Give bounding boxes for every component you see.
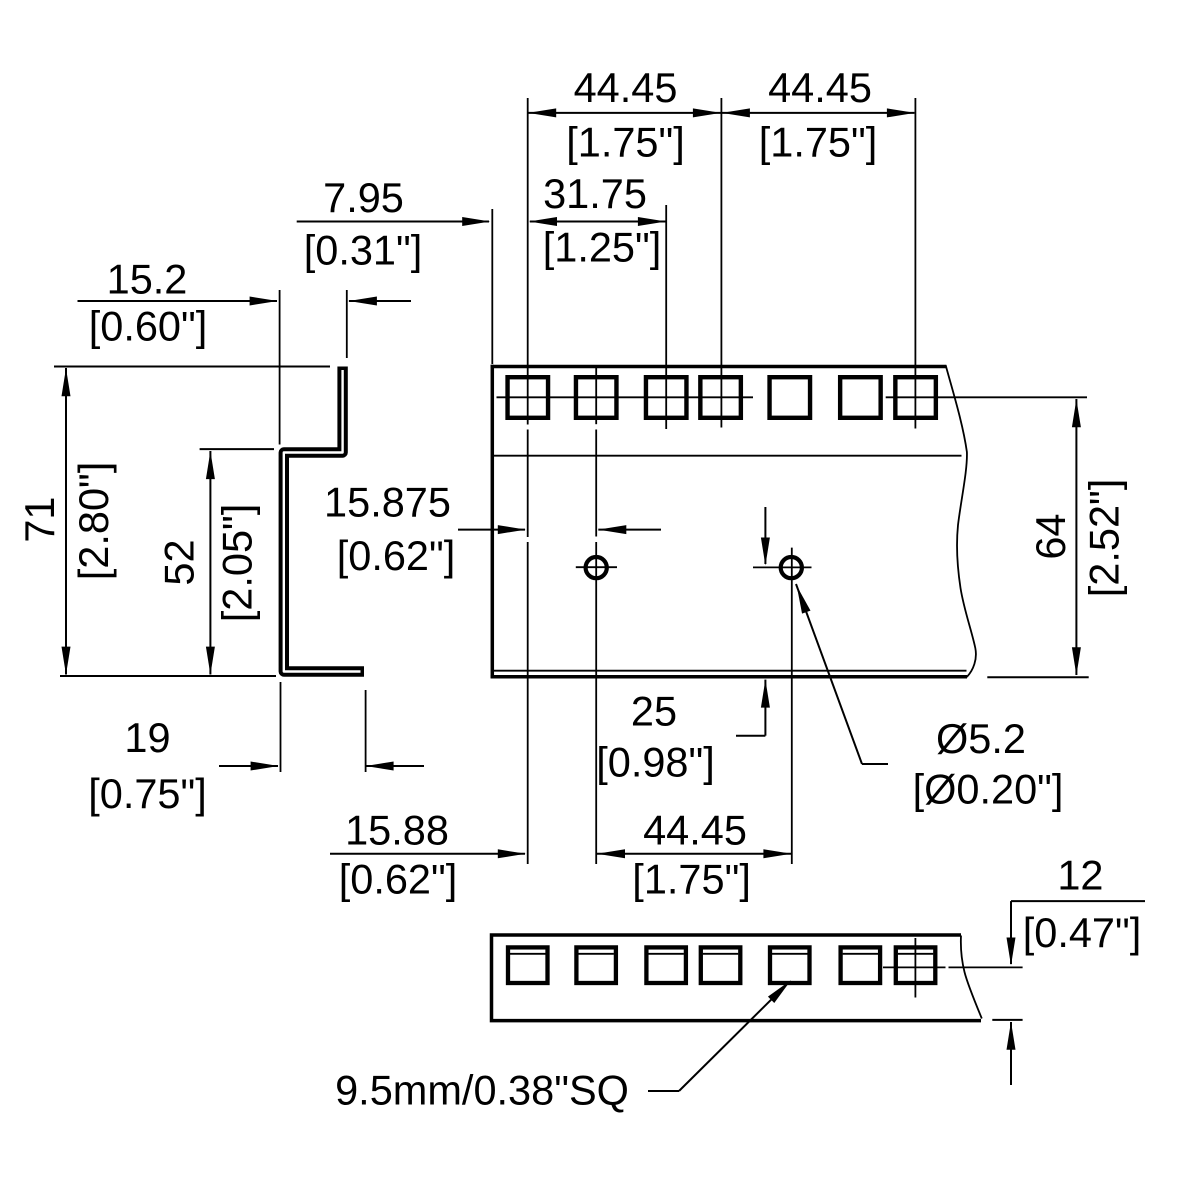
- svg-text:71: 71: [16, 497, 63, 543]
- svg-text:[0.62"]: [0.62"]: [337, 532, 456, 579]
- svg-text:15.2: 15.2: [107, 256, 188, 303]
- svg-text:[0.98"]: [0.98"]: [596, 739, 715, 786]
- svg-text:[1.25"]: [1.25"]: [543, 224, 662, 271]
- svg-text:44.45: 44.45: [768, 64, 872, 111]
- svg-text:31.75: 31.75: [543, 170, 647, 217]
- svg-text:15.88: 15.88: [345, 807, 449, 854]
- svg-text:[0.75"]: [0.75"]: [88, 770, 207, 817]
- svg-text:[1.75"]: [1.75"]: [632, 856, 751, 903]
- svg-text:[2.80"]: [2.80"]: [70, 462, 117, 581]
- svg-text:9.5mm/0.38"SQ: 9.5mm/0.38"SQ: [335, 1067, 629, 1114]
- svg-text:[0.47"]: [0.47"]: [1023, 909, 1142, 956]
- svg-text:[0.62"]: [0.62"]: [339, 856, 458, 903]
- svg-text:[2.52"]: [2.52"]: [1081, 479, 1128, 598]
- svg-text:[1.75"]: [1.75"]: [759, 119, 878, 166]
- svg-text:[0.31"]: [0.31"]: [304, 227, 423, 274]
- svg-text:25: 25: [631, 688, 677, 735]
- svg-text:Ø5.2: Ø5.2: [936, 715, 1026, 762]
- svg-text:12: 12: [1057, 852, 1103, 899]
- svg-text:44.45: 44.45: [574, 64, 678, 111]
- svg-text:19: 19: [124, 714, 170, 761]
- svg-text:7.95: 7.95: [323, 174, 404, 221]
- svg-text:15.875: 15.875: [324, 479, 451, 526]
- svg-text:52: 52: [156, 539, 203, 585]
- svg-text:64: 64: [1027, 514, 1074, 560]
- svg-text:[2.05"]: [2.05"]: [214, 504, 261, 623]
- svg-text:[1.75"]: [1.75"]: [566, 119, 685, 166]
- svg-text:[Ø0.20"]: [Ø0.20"]: [913, 766, 1064, 813]
- svg-text:[0.60"]: [0.60"]: [89, 303, 208, 350]
- svg-text:44.45: 44.45: [643, 807, 747, 854]
